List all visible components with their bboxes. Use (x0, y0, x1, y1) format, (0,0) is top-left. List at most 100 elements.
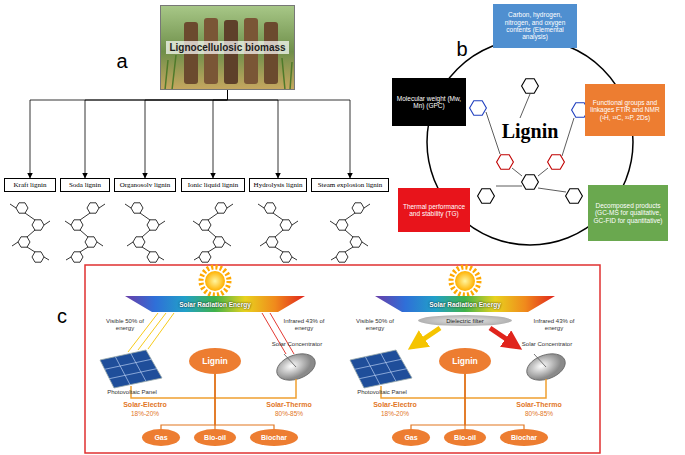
property-box: Functional groups and linkages FTIR and … (585, 84, 665, 136)
energy-link (381, 379, 546, 398)
process-box: Soda lignin (60, 178, 110, 192)
photovoltaic-panel (350, 350, 412, 388)
node-text: Thermal performance and stability (TG) (401, 203, 467, 218)
node-text: Carbon, hydrogen, nitrogen, and oxygen c… (496, 11, 574, 41)
node-text: Ionic liquid lignin (188, 181, 239, 189)
grass (165, 55, 292, 90)
node-text: Steam explosion lignin (318, 181, 383, 189)
product-ellipse: Gas (142, 429, 180, 446)
connector (411, 374, 465, 429)
dish-receiver (534, 354, 546, 367)
node-text: Gas (154, 434, 167, 441)
spectrum-note: Infrared 43% of energy (528, 318, 580, 332)
connector (213, 90, 228, 178)
steam-explosion-structure (330, 203, 370, 262)
kraft-structure (10, 203, 50, 262)
product-ellipse: Bio-oil (444, 429, 486, 446)
node-text: Soda lignin (69, 181, 101, 189)
device-label: Solar Concentrator (266, 341, 328, 348)
sun (455, 271, 475, 291)
panel-letter: b (452, 38, 472, 61)
efficiency-label: 80%-85% (504, 410, 574, 417)
radiation-band: Solar Radiation Energy (125, 296, 305, 312)
sun (205, 271, 225, 291)
panel-frame (85, 265, 600, 453)
node-text: Organosolv lignin (120, 181, 171, 189)
image-box: Lignocellulosic biomass (160, 5, 295, 90)
connector (228, 90, 279, 178)
node-text: Solar Radiation Energy (429, 301, 501, 308)
panel-letter: a (112, 50, 132, 73)
filter-ellipse: Dielectric filter (418, 315, 512, 326)
panel-letter: c (52, 305, 72, 328)
biomass-photo (160, 5, 295, 90)
node-text: Biochar (261, 434, 287, 441)
ring (548, 155, 565, 170)
node-text: Solar Radiation Energy (179, 301, 251, 308)
connector (85, 90, 228, 178)
infrared-arrow (490, 328, 518, 347)
node-text: Lignocellulosic biomass (166, 41, 288, 54)
node-text: Hydrolysis lignin (254, 181, 303, 189)
device-label: Photovoltaic Panel (92, 389, 172, 396)
connector (228, 90, 351, 178)
route-label: Solar-Thermo (504, 401, 574, 408)
node-text: Gas (404, 434, 417, 441)
ionic-liquid-structure (193, 203, 233, 262)
connector (465, 374, 524, 429)
node-text: Dielectric filter (446, 318, 484, 324)
ring (522, 175, 539, 190)
process-box: Ionic liquid lignin (181, 178, 245, 192)
efficiency-label: 18%-20% (110, 410, 180, 417)
center-title: Lignin (490, 120, 570, 143)
soda-structure (65, 203, 105, 262)
route-label: Solar-Electro (110, 401, 180, 408)
route-label: Solar-Electro (360, 401, 430, 408)
product-ellipse: Biochar (250, 429, 298, 446)
sun-rays (201, 267, 229, 295)
node-text: Bio-oil (204, 434, 226, 441)
connector (145, 90, 228, 178)
ring (497, 155, 514, 170)
node-text: Lignin (452, 356, 478, 366)
lignin-ellipse: Lignin (439, 348, 491, 374)
process-box: Kraft lignin (4, 178, 56, 192)
connector (161, 374, 215, 429)
device-label: Photovoltaic Panel (342, 389, 422, 396)
hydrolysis-structure (258, 203, 298, 262)
property-box: Thermal performance and stability (TG) (398, 188, 470, 232)
node-text: Kraft lignin (14, 181, 47, 189)
product-ellipse: Gas (392, 429, 430, 446)
ring (478, 189, 495, 204)
route-label: Solar-Thermo (254, 401, 324, 408)
node-text: Functional groups and linkages FTIR and … (588, 99, 662, 121)
process-box: Organosolv lignin (114, 178, 176, 192)
spectrum-note: Infrared 43% of energy (278, 318, 330, 332)
lignin-ellipse: Lignin (189, 348, 241, 374)
node-text: Bio-oil (454, 434, 476, 441)
spectrum-note: Visible 50% of energy (354, 318, 396, 332)
photovoltaic-panel (100, 350, 162, 388)
radiation-band: Solar Radiation Energy (375, 296, 555, 312)
process-box: Hydrolysis lignin (249, 178, 307, 192)
ring (566, 189, 583, 204)
efficiency-label: 18%-20% (360, 410, 430, 417)
dish-receiver (284, 354, 296, 367)
product-ellipse: Biochar (500, 429, 548, 446)
node-text: Lignin (202, 356, 228, 366)
panel-grid (105, 353, 157, 384)
node-text: Molecular weight (Mw, Mn) (GPC) (395, 95, 463, 110)
connector (215, 374, 274, 429)
node-text: Decomposed products (GC-MS for qualitati… (591, 202, 665, 224)
energy-link (131, 379, 296, 398)
spectrum-note: Visible 50% of energy (104, 318, 146, 332)
device-label: Solar Concentrator (516, 341, 578, 348)
product-ellipse: Bio-oil (194, 429, 236, 446)
property-box: Molecular weight (Mw, Mn) (GPC) (392, 78, 466, 126)
bond (486, 94, 574, 192)
ring (522, 79, 539, 94)
visible-arrow (412, 328, 440, 347)
lignin-model (470, 79, 589, 204)
